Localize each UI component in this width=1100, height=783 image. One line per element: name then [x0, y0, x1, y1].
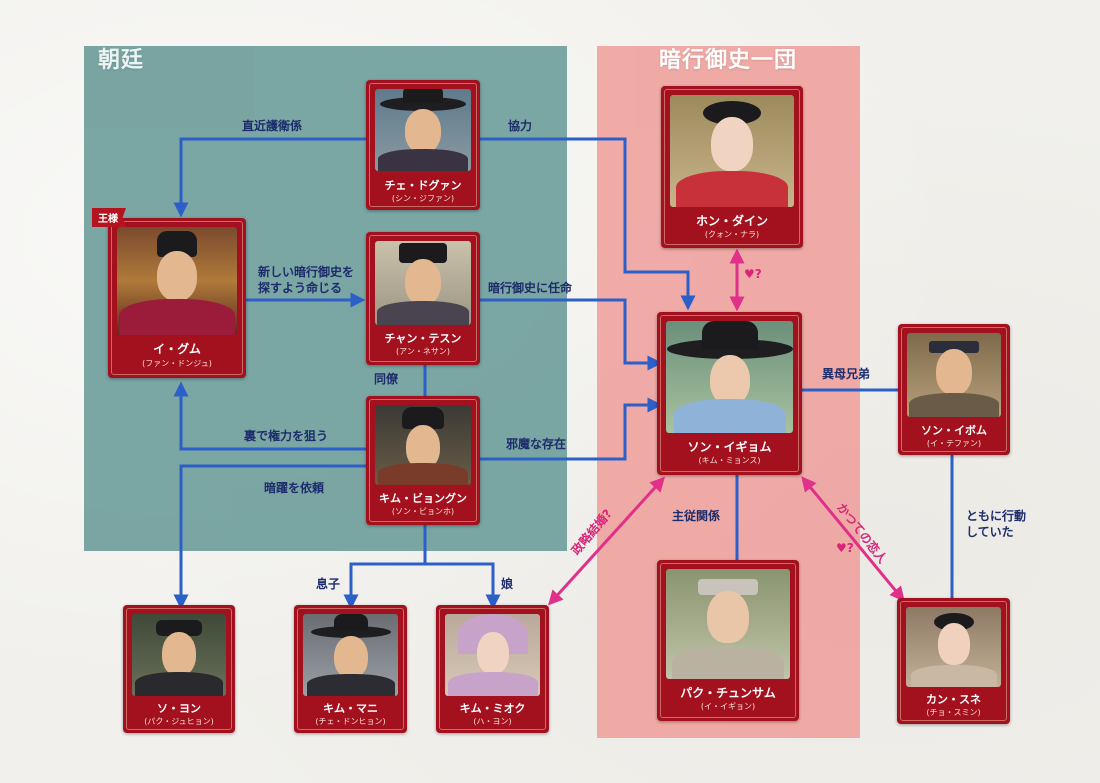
label-son: 息子 [316, 577, 341, 591]
actor-choe: (シン・ジファン) [391, 194, 455, 203]
name-kim-mi: キム・ミオク [459, 702, 526, 715]
label-heart-q2: ♥? [836, 541, 854, 555]
card-song-ib[interactable]: ソン・イボム (イ・テファン) [898, 324, 1010, 455]
actor-kim-mi: (ハ・ヨン) [473, 717, 512, 726]
name-kim-m: キム・マニ [323, 702, 378, 715]
name-lee: イ・グム [153, 342, 201, 356]
portrait-kim-m [303, 614, 398, 696]
actor-park: (イ・イギョン) [700, 702, 756, 711]
portrait-lee [117, 227, 237, 335]
label-appoint: 暗行御史に任命 [488, 281, 573, 295]
name-hong: ホン・ダイン [695, 214, 768, 228]
portrait-jang [375, 241, 471, 325]
actor-jang: (アン・ネサン) [396, 347, 450, 356]
line-appoint [480, 298, 663, 371]
portrait-song-ib [907, 333, 1001, 417]
portrait-kim-mi [445, 614, 540, 696]
line-son [343, 562, 425, 610]
line-strategic [547, 476, 666, 606]
actor-lee: (ファン・ドンジュ) [142, 359, 212, 368]
line-ex [801, 476, 905, 602]
name-park: パク・チュンサム [680, 686, 776, 700]
line-power [173, 381, 366, 451]
name-song-i: ソン・イギョム [687, 440, 772, 454]
line-assassin [173, 464, 366, 610]
label-hinder: 邪魔な存在 [506, 437, 567, 451]
actor-kim-m: (チェ・ドンヒョン) [315, 717, 386, 726]
actor-hong: (クォン・ナラ) [704, 230, 760, 239]
king-badge: 王様 [92, 208, 126, 227]
actor-so: (パク・ジュヒョン) [144, 717, 214, 726]
actor-kim-b: (ソン・ビョンホ) [391, 507, 455, 516]
card-kim-b[interactable]: キム・ビョングン (ソン・ビョンホ) [366, 396, 480, 525]
name-kim-b: キム・ビョングン [379, 492, 467, 505]
portrait-park [666, 569, 790, 679]
name-so: ソ・ヨン [157, 702, 201, 715]
portrait-hong [670, 95, 794, 207]
name-kang: カン・スネ [926, 693, 981, 706]
label-guard: 直近護衛係 [242, 119, 303, 133]
card-song-i[interactable]: ソン・イギョム (キム・ミョンス) [657, 312, 802, 475]
card-kang[interactable]: カン・スネ (チョ・スミン) [897, 598, 1010, 724]
label-half-bro: 異母兄弟 [822, 367, 871, 381]
actor-kang: (チョ・スミン) [926, 708, 981, 717]
actor-song-ib: (イ・テファン) [926, 439, 982, 448]
card-jang[interactable]: チャン・テスン (アン・ネサン) [366, 232, 480, 365]
label-colleague: 同僚 [374, 372, 399, 386]
inspector-region-title: 暗行御史一団 [659, 48, 798, 73]
label-together-1: ともに行動 [966, 509, 1027, 523]
line-hinder [480, 397, 663, 461]
actor-song-i: (キム・ミョンス) [698, 456, 761, 465]
line-coop [480, 137, 696, 311]
name-jang: チャン・テスン [384, 332, 462, 345]
portrait-choe [375, 89, 471, 171]
label-together-2: していた [966, 525, 1014, 539]
label-power: 裏で権力を狙う [244, 429, 329, 443]
line-guard [173, 137, 366, 218]
line-daughter [425, 562, 501, 610]
card-hong[interactable]: ホン・ダイン (クォン・ナラ) [661, 86, 803, 248]
label-order-1: 新しい暗行御史を [258, 265, 355, 279]
card-choe[interactable]: チェ・ドグァン (シン・ジファン) [366, 80, 480, 210]
label-heart-q1: ♥? [744, 267, 762, 281]
card-park[interactable]: パク・チュンサム (イ・イギョン) [657, 560, 799, 721]
label-assassin: 暗躍を依頼 [264, 481, 325, 495]
label-coop: 協力 [508, 119, 533, 133]
portrait-kang [906, 607, 1001, 687]
card-lee[interactable]: イ・グム (ファン・ドンジュ) [108, 218, 246, 378]
label-master: 主従関係 [672, 509, 721, 523]
label-daughter: 娘 [501, 577, 514, 591]
card-kim-m[interactable]: キム・マニ (チェ・ドンヒョン) [294, 605, 407, 733]
portrait-song-i [666, 321, 793, 433]
court-region-title: 朝廷 [98, 48, 145, 73]
name-choe: チェ・ドグァン [384, 179, 462, 192]
label-order-2: 探すよう命じる [258, 281, 343, 295]
card-so[interactable]: ソ・ヨン (パク・ジュヒョン) [123, 605, 235, 733]
name-song-ib: ソン・イボム [921, 424, 987, 437]
portrait-so [132, 614, 226, 696]
portrait-kim-b [375, 405, 471, 485]
card-kim-mi[interactable]: キム・ミオク (ハ・ヨン) [436, 605, 549, 733]
